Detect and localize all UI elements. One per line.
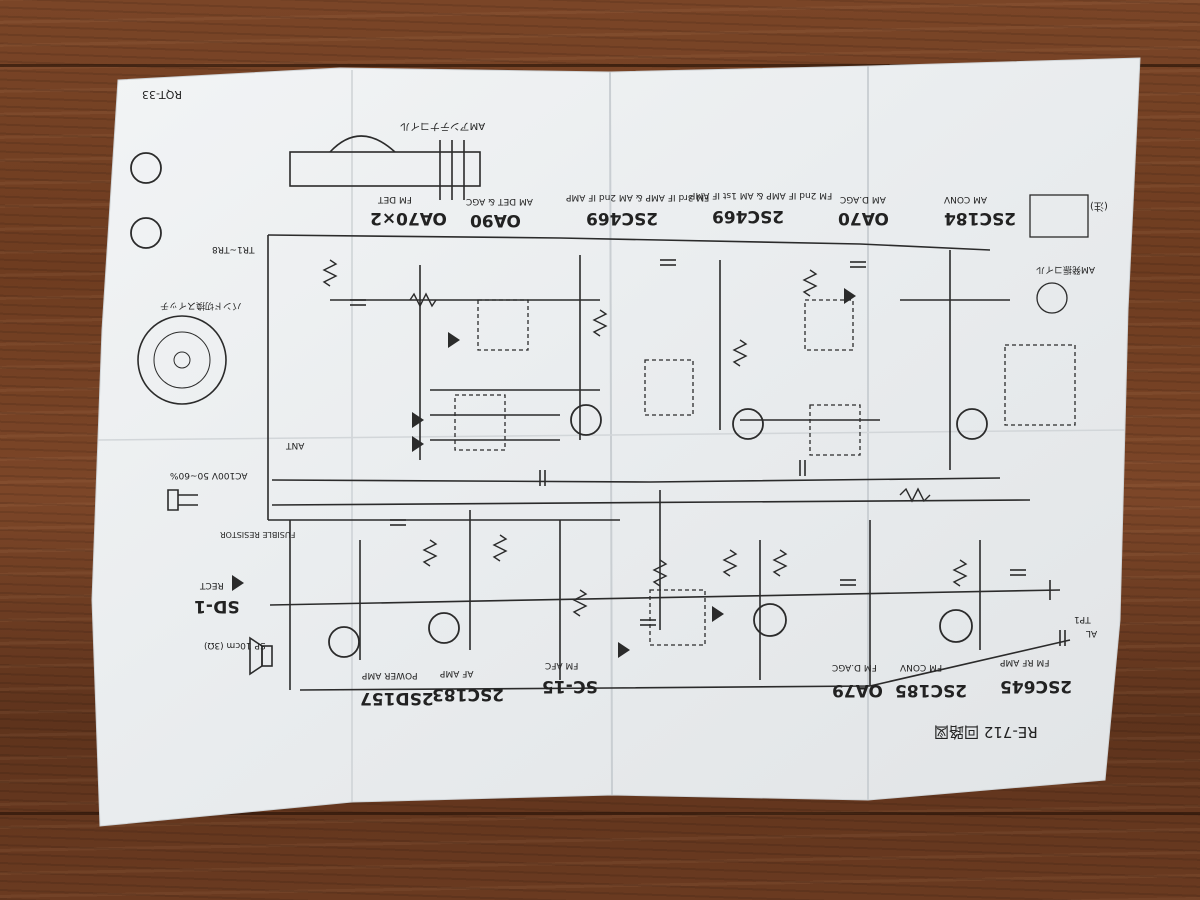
- part-label-d7: OA90: [470, 210, 521, 230]
- speaker-label: SP 10cm (3Ω): [204, 640, 266, 650]
- part-function-tr2: FM CONV: [900, 662, 943, 672]
- band-switch-diagram: [137, 315, 227, 405]
- paper-fold: [609, 71, 613, 796]
- part-function-d7: AM DET & AGC: [466, 196, 533, 206]
- sheet-title: RE-712 回路図: [934, 723, 1038, 741]
- antenna-label: ANT: [286, 440, 305, 450]
- capacitors: [350, 259, 1066, 646]
- part-function-tr5: FM 2nd IF AMP & AM 1st IF AMP: [690, 190, 833, 200]
- part-label-d2: SC-15: [542, 676, 598, 696]
- table-plank-seam: [0, 64, 1200, 67]
- if-transformers: [454, 299, 1076, 646]
- diodes: [232, 288, 856, 658]
- ac-plug-symbol: [167, 489, 198, 511]
- part-label-tr3: 2SC184: [944, 208, 1017, 228]
- part-function-tr7: AF AMP: [440, 668, 474, 678]
- rectifier-note: RECT: [200, 580, 224, 590]
- part-label-tr8: 2SD157: [360, 688, 434, 708]
- part-function-d4: AM D.AGC: [840, 194, 886, 204]
- band-switch-label: バンド切換スイッチ: [160, 300, 242, 310]
- speaker-symbol: [249, 636, 273, 676]
- am-antenna-coil-label: AMアンテナコイル: [400, 120, 486, 131]
- notes-title: (注): [1090, 200, 1108, 211]
- part-label-d5-d6: OA70×2: [370, 208, 447, 228]
- notes-box: [1029, 194, 1089, 238]
- part-function-tr1: FM RF AMP: [1000, 657, 1050, 667]
- paper-fold: [97, 429, 1126, 441]
- table-plank-seam: [0, 812, 1200, 815]
- power-label: AC100V 50~60%: [170, 470, 248, 480]
- part-label-d4: OA70: [838, 208, 889, 228]
- rectifier-label: SD-1: [194, 596, 240, 616]
- sheet-code: RQT-33: [142, 88, 182, 101]
- part-function-d1: FM D.AGC: [832, 662, 877, 672]
- part-label-tr1: 2SC645: [1000, 676, 1073, 696]
- part-function-d5-d6: FM DET: [378, 194, 412, 204]
- transistor-range-label: TR1~TR8: [212, 244, 255, 254]
- part-label-tr6: 2SC469: [586, 208, 659, 228]
- fuse-label: FUSIBLE RESISTOR: [220, 530, 296, 539]
- am-osc-coil-diagram: [1036, 282, 1068, 314]
- tp-label: TP1: [1074, 614, 1091, 624]
- part-function-tr3: AM CONV: [944, 194, 988, 204]
- part-label-tr2: 2SC185: [895, 680, 968, 700]
- circuit-wiring: [267, 234, 1071, 691]
- part-function-d2: FM AFC: [545, 660, 579, 670]
- part-label-tr7: 2SC183: [432, 684, 505, 704]
- paper-sheet: [91, 57, 1141, 827]
- resistors: [322, 259, 968, 617]
- am-osc-coil-label: AM発振コイル: [1036, 264, 1095, 274]
- part-function-tr6: FM 3rd IF AMP & AM 2nd IF AMP: [566, 192, 710, 202]
- part-function-tr8: POWER AMP: [362, 670, 418, 680]
- al-label: AL: [1086, 628, 1098, 638]
- part-label-tr5: 2SC469: [712, 206, 785, 226]
- transistors: [130, 152, 988, 658]
- part-label-d1: OA79: [832, 680, 883, 700]
- am-bar-antenna-sketch: [289, 135, 481, 200]
